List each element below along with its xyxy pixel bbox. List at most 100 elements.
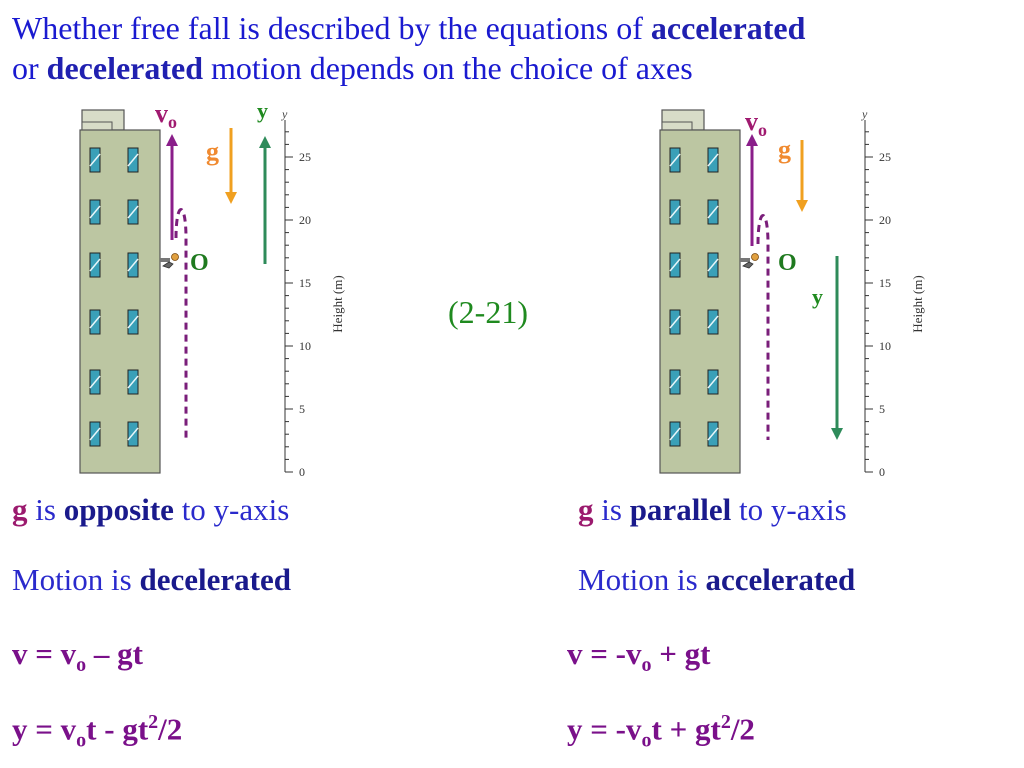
building <box>659 109 750 474</box>
left-motion-type: Motion is decelerated <box>12 562 291 598</box>
height-tick-label: 15 <box>299 276 311 290</box>
window-glint <box>707 153 719 167</box>
height-axis-name: y <box>281 107 288 121</box>
left-is-text: is <box>27 492 64 527</box>
height-axis-label: Height (m) <box>910 275 925 332</box>
y-axis-arrow <box>831 256 843 440</box>
left-motion-word: decelerated <box>139 562 291 597</box>
window-glint <box>89 205 101 219</box>
eq-part: v = -v <box>567 636 642 671</box>
velocity-arrow <box>166 134 178 240</box>
window-glint <box>127 427 139 441</box>
right-to-axis-text: to y-axis <box>731 492 847 527</box>
g-label: g <box>778 135 791 164</box>
slide-title: Whether free fall is described by the eq… <box>12 8 1017 88</box>
height-tick-label: 25 <box>879 150 891 164</box>
eq-sub: o <box>76 729 87 752</box>
right-is-text: is <box>593 492 630 527</box>
window-glint <box>89 315 101 329</box>
g-label: g <box>206 137 219 166</box>
title-bold-accelerated: accelerated <box>650 10 806 46</box>
height-tick-label: 5 <box>299 402 305 416</box>
window-glint <box>707 258 719 272</box>
y-axis-label: y <box>257 98 268 123</box>
left-position-equation: y = vot - gt2/2 <box>12 704 182 759</box>
eq-sup: 2 <box>720 711 731 733</box>
height-tick-label: 10 <box>299 339 311 353</box>
window-glint <box>669 205 681 219</box>
height-tick-label: 20 <box>879 213 891 227</box>
window-glint <box>89 375 101 389</box>
window-glint <box>127 258 139 272</box>
window-glint <box>707 315 719 329</box>
eq-sub: o <box>641 654 652 677</box>
right-motion-type: Motion is accelerated <box>578 562 855 598</box>
height-tick-label: 20 <box>299 213 311 227</box>
height-tick-label: 0 <box>299 465 305 479</box>
eq-part: /2 <box>158 711 183 747</box>
right-motion-word: accelerated <box>705 562 856 597</box>
vo-label: vo <box>155 99 177 132</box>
eq-part: y = -v <box>567 711 642 747</box>
title-text-2: or <box>12 50 47 86</box>
window-glint <box>89 258 101 272</box>
eq-part: y = v <box>12 711 77 747</box>
eq-sup: 2 <box>148 711 159 733</box>
eq-part: + gt <box>651 636 711 671</box>
height-axis-label: Height (m) <box>330 275 345 332</box>
eq-part: v = v <box>12 636 77 671</box>
building <box>79 109 170 474</box>
height-tick-label: 10 <box>879 339 891 353</box>
equation-number: (2-21) <box>448 294 528 330</box>
title-text-1: Whether free fall is described by the eq… <box>12 10 651 46</box>
window-glint <box>707 375 719 389</box>
left-relation-word: opposite <box>63 492 174 527</box>
left-to-axis-text: to y-axis <box>173 492 290 527</box>
eq-part: t - gt <box>86 711 149 747</box>
right-relation-word: parallel <box>629 492 732 527</box>
left-g-relation: g is opposite to y-axis <box>12 492 289 528</box>
height-tick-label: 25 <box>299 150 311 164</box>
left-g-symbol: g <box>12 492 28 527</box>
thrower-figure <box>742 253 759 269</box>
window-glint <box>127 315 139 329</box>
gravity-arrow <box>796 140 808 212</box>
title-text-3: motion depends on the choice of axes <box>203 50 693 86</box>
velocity-arrow <box>746 134 758 246</box>
left-velocity-equation: v = vo – gt <box>12 636 143 683</box>
trajectory-path <box>174 208 188 440</box>
window-glint <box>707 205 719 219</box>
gravity-arrow <box>225 128 237 204</box>
thrower-figure <box>162 253 179 269</box>
window-glint <box>669 315 681 329</box>
title-bold-decelerated: decelerated <box>46 50 204 86</box>
origin-label: O <box>190 250 209 276</box>
height-scale: 0 5 10 15 20 25 <box>284 120 311 479</box>
trajectory-path <box>756 214 770 440</box>
y-axis-arrow <box>259 136 271 264</box>
eq-part: /2 <box>730 711 755 747</box>
right-velocity-equation: v = -vo + gt <box>567 636 711 683</box>
window-glint <box>669 375 681 389</box>
height-tick-label: 5 <box>879 402 885 416</box>
eq-part: – gt <box>86 636 143 671</box>
right-position-equation: y = -vot + gt2/2 <box>567 704 755 759</box>
eq-sub: o <box>641 729 652 752</box>
diagram-left: vo g y O 0 5 10 15 20 25 y Height (m) <box>79 98 345 479</box>
right-g-relation: g is parallel to y-axis <box>578 492 847 528</box>
window-glint <box>669 258 681 272</box>
window-glint <box>89 153 101 167</box>
window-glint <box>669 427 681 441</box>
left-motion-prefix: Motion is <box>12 562 140 597</box>
origin-label: O <box>778 250 797 276</box>
window-glint <box>89 427 101 441</box>
eq-sub: o <box>76 654 87 677</box>
window-glint <box>669 153 681 167</box>
window-glint <box>707 427 719 441</box>
eq-part: t + gt <box>651 711 721 747</box>
height-axis-name: y <box>861 107 868 121</box>
window-glint <box>127 205 139 219</box>
y-axis-label: y <box>812 284 823 309</box>
